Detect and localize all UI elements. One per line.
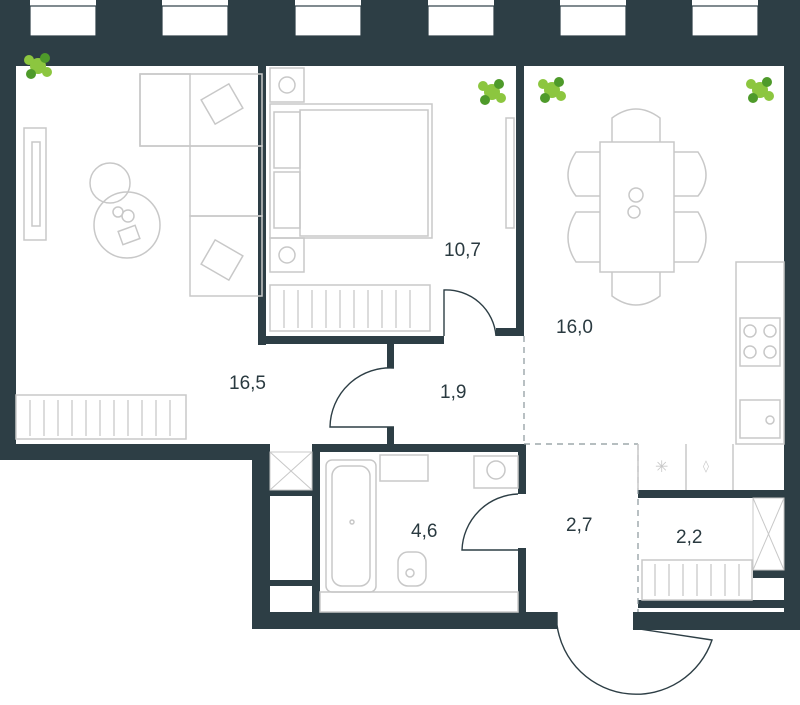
storage-area: 2,2: [676, 527, 702, 548]
living-room-furniture: [15, 73, 263, 440]
svg-text:✳: ✳: [655, 457, 668, 476]
window: [427, 5, 495, 37]
bathroom-area: 4,6: [411, 521, 437, 542]
kitchen-area: 16,0: [556, 317, 593, 338]
bathroom-furniture: [319, 454, 519, 613]
living-room-area: 16,5: [229, 373, 266, 394]
svg-text:◊: ◊: [703, 459, 709, 473]
hall-area: 2,7: [566, 515, 592, 536]
shaft: [269, 451, 785, 571]
bedroom-furniture: [269, 67, 515, 332]
window: [559, 5, 627, 37]
window: [161, 5, 229, 37]
window: [691, 5, 759, 37]
plant-icon: [746, 77, 774, 103]
doors: [329, 289, 713, 695]
walls: [0, 0, 800, 630]
storage-shelves: [641, 559, 753, 601]
plant-icon: [24, 53, 52, 79]
corridor-area: 1,9: [440, 382, 466, 403]
window: [294, 5, 362, 37]
plant-icon: [538, 77, 566, 103]
plant-icon: [478, 79, 506, 105]
bedroom-area: 10,7: [444, 240, 481, 261]
windows: [29, 5, 759, 37]
kitchen-furniture: ✳ ◊: [567, 108, 785, 490]
window: [29, 5, 97, 37]
